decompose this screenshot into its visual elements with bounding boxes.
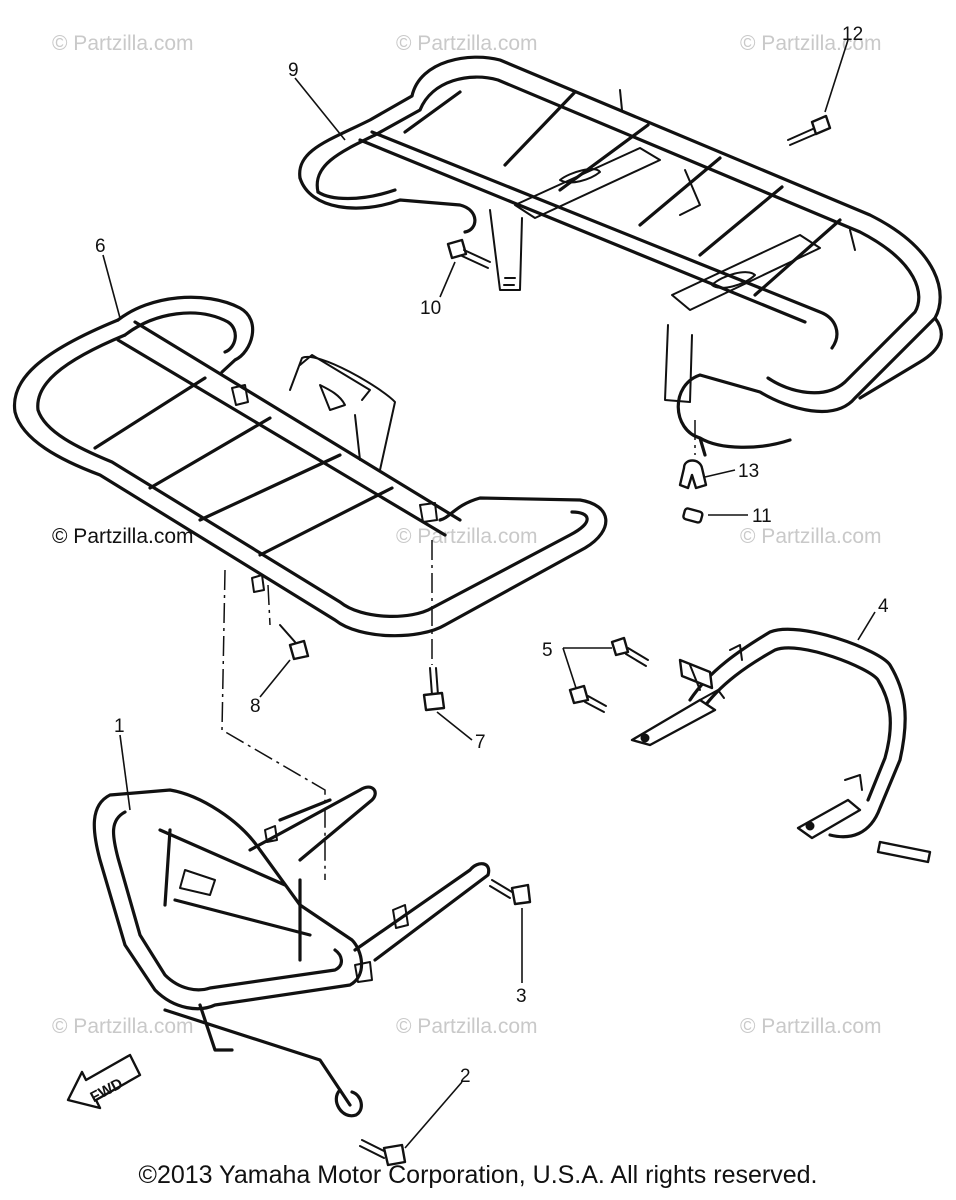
callout-9: 9 — [288, 60, 299, 81]
watermark-bottom-left: © Partzilla.com — [52, 1015, 194, 1038]
bolt-10 — [446, 238, 491, 269]
bolt-12 — [787, 114, 832, 146]
callout-leaders — [102, 39, 876, 1149]
watermark-bottom-center: © Partzilla.com — [396, 1015, 538, 1038]
callout-2: 2 — [460, 1066, 471, 1087]
bolt-2 — [359, 1139, 407, 1167]
watermark-top-left: © Partzilla.com — [52, 32, 194, 55]
callout-8: 8 — [250, 696, 261, 717]
bolt-8 — [279, 624, 310, 661]
callout-1: 1 — [114, 716, 125, 737]
watermark-top-center: © Partzilla.com — [396, 32, 538, 55]
clip-13 — [678, 459, 708, 490]
bolt-7 — [422, 667, 446, 712]
rear-carrier — [298, 55, 943, 457]
forward-arrow: FWD — [66, 1053, 142, 1110]
callout-labels: 12 9 6 10 13 11 4 5 8 7 1 3 2 — [95, 24, 889, 1087]
bolt-3 — [489, 879, 532, 906]
watermark-layer: © Partzilla.com © Partzilla.com © Partzi… — [52, 32, 882, 1038]
watermark-mid-right: © Partzilla.com — [740, 525, 882, 548]
front-guard — [92, 785, 491, 1118]
collar-11 — [682, 507, 704, 524]
callout-4: 4 — [878, 596, 889, 617]
front-carrier — [12, 295, 608, 638]
callout-5: 5 — [542, 640, 553, 661]
callout-12: 12 — [842, 24, 863, 45]
callout-11: 11 — [752, 506, 772, 527]
watermark-mid-center: © Partzilla.com — [396, 525, 538, 548]
callout-13: 13 — [738, 461, 759, 482]
watermark-bottom-right: © Partzilla.com — [740, 1015, 882, 1038]
bolts-5 — [568, 636, 649, 713]
watermark-mid-left: © Partzilla.com — [52, 525, 194, 548]
callout-10: 10 — [420, 298, 441, 319]
watermark-top-right: © Partzilla.com — [740, 32, 882, 55]
rear-guard — [630, 627, 932, 864]
callout-6: 6 — [95, 236, 106, 257]
assembly-lines — [221, 420, 696, 880]
callout-3: 3 — [516, 986, 527, 1007]
copyright-footer: ©2013 Yamaha Motor Corporation, U.S.A. A… — [139, 1161, 818, 1189]
callout-7: 7 — [475, 732, 486, 753]
